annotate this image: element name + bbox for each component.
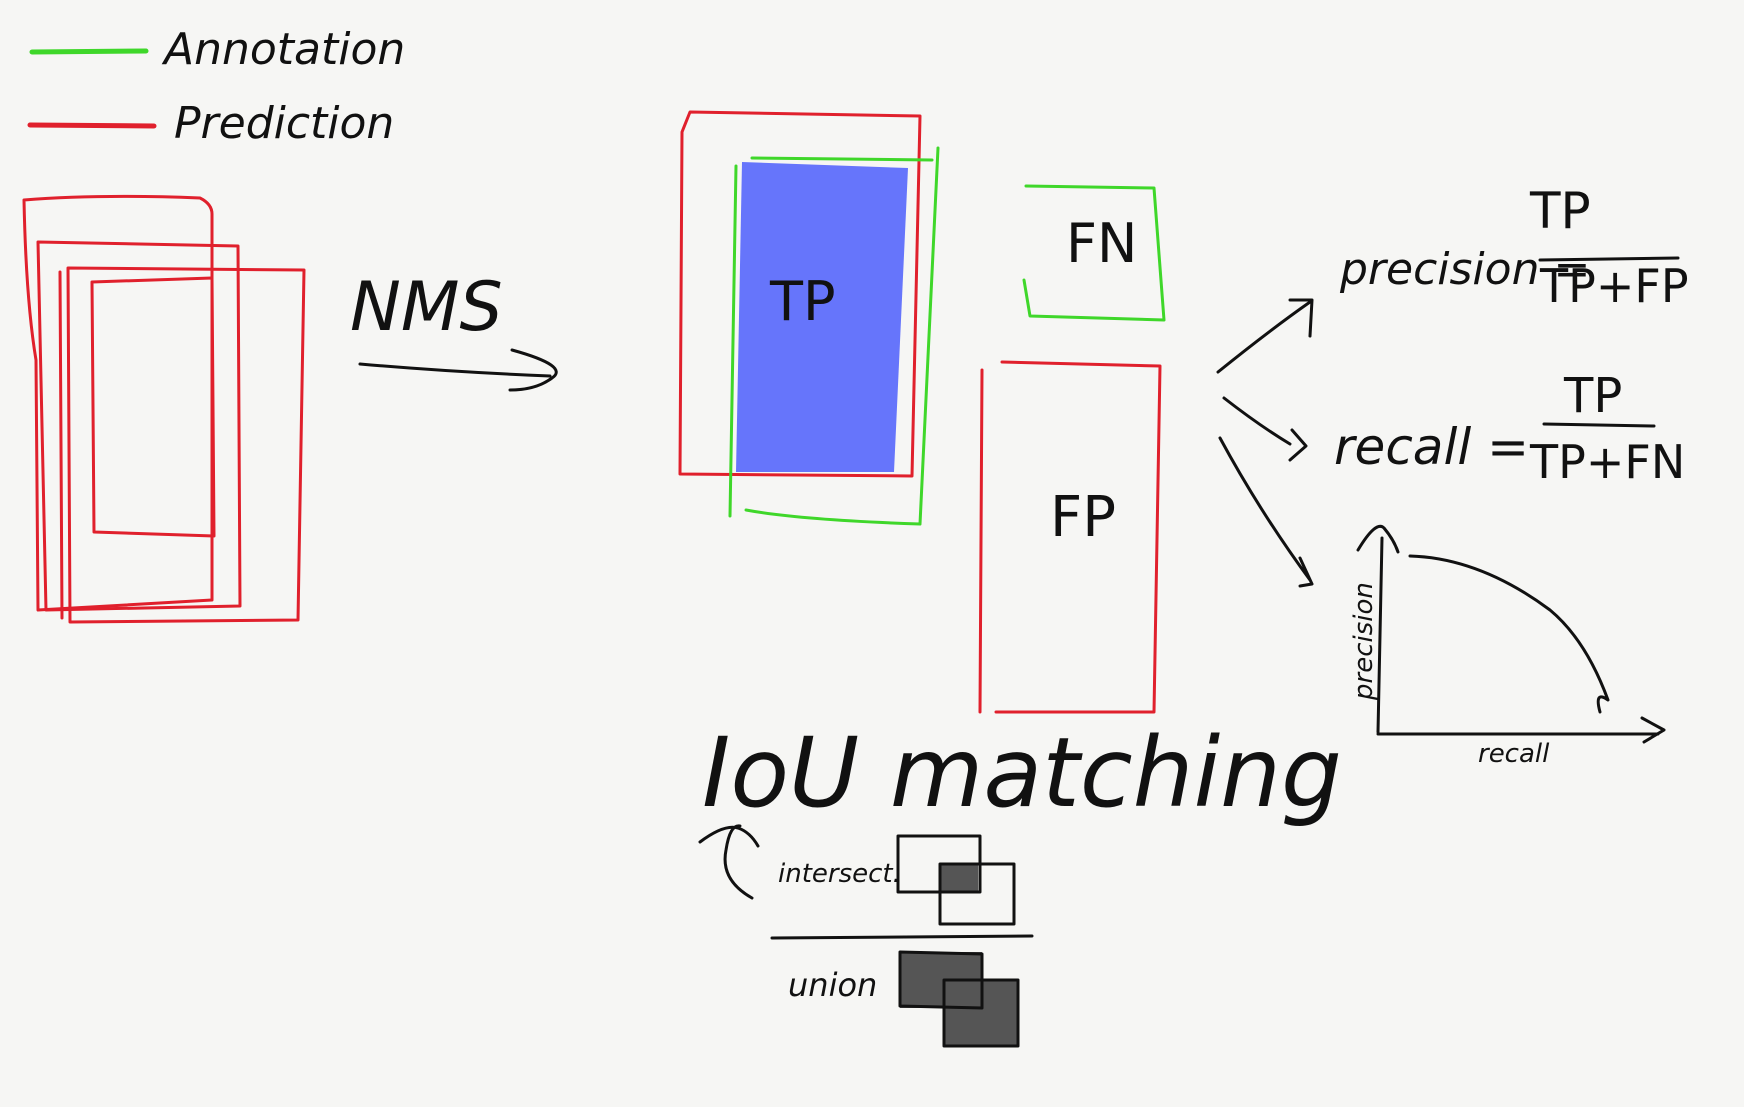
prediction-box-4: [90, 276, 216, 538]
tp-match: TP: [678, 110, 940, 526]
fn-label: FN: [1066, 212, 1137, 275]
intersection-box-b: [938, 862, 1016, 926]
union-box-b: [942, 978, 1020, 1048]
pr-ylabel: precision: [1349, 582, 1379, 701]
iou-numerator-label: intersect.: [778, 859, 901, 889]
raw-predictions: [22, 194, 306, 624]
legend-annotation-label: Annotation: [161, 24, 405, 75]
tp-fill: [736, 162, 908, 472]
iou-title: IoU matching: [702, 717, 1342, 829]
fp-label: FP: [1050, 485, 1116, 550]
prediction-box-3: [66, 266, 306, 624]
arrow-to-precision: [1216, 298, 1314, 374]
pr-curve: [1408, 554, 1610, 714]
precision-denominator: TP+FP: [1539, 259, 1689, 313]
metric-arrows: [1216, 298, 1314, 588]
tp-annotation-box: [728, 146, 940, 526]
tp-label: TP: [769, 270, 836, 333]
union-box-a: [898, 950, 984, 1010]
pr-y-axis: [1356, 524, 1400, 734]
recall-lhs: recall =: [1334, 418, 1529, 476]
pr-curve-plot: precision recall: [1349, 524, 1666, 769]
nms-arrow: NMS: [350, 268, 558, 392]
recall-denominator: TP+FN: [1529, 435, 1685, 489]
precision-fraction-bar: [1538, 256, 1680, 262]
nms-label: NMS: [350, 268, 503, 347]
precision-numerator: TP: [1529, 182, 1591, 240]
fp-prediction-box: [978, 360, 1162, 714]
iou-section: IoU matching intersect. union: [698, 717, 1342, 1048]
recall-fraction-bar: [1542, 422, 1656, 428]
recall-formula: recall = TP TP+FN: [1334, 368, 1685, 489]
legend-prediction-swatch: [27, 122, 157, 129]
nms-arrow-line: [358, 348, 558, 392]
arrow-to-recall: [1222, 396, 1308, 462]
iou-denominator-label: union: [788, 966, 877, 1004]
precision-lhs: precision =: [1339, 244, 1590, 295]
legend: Annotation Prediction: [27, 24, 405, 149]
legend-annotation-swatch: [29, 48, 149, 55]
fp-box: FP: [978, 360, 1162, 714]
intersection-shade: [940, 864, 978, 892]
pr-x-axis: [1376, 716, 1666, 744]
prediction-box-1: [22, 194, 214, 612]
iou-fraction-bar: [770, 934, 1034, 940]
legend-prediction-label: Prediction: [174, 98, 394, 149]
tp-prediction-box: [678, 110, 922, 478]
pr-xlabel: recall: [1478, 739, 1550, 769]
prediction-box-2: [36, 240, 242, 612]
arrow-to-pr-curve: [1218, 436, 1314, 588]
recall-numerator: TP: [1563, 368, 1622, 424]
precision-formula: precision = TP TP+FP: [1339, 182, 1689, 313]
prediction-box-5-edge: [58, 270, 64, 620]
fn-box: FN: [1022, 184, 1166, 322]
intersection-box-a: [896, 834, 982, 894]
fn-annotation-box: [1022, 184, 1166, 322]
iou-pointer-arrow: [698, 824, 760, 900]
